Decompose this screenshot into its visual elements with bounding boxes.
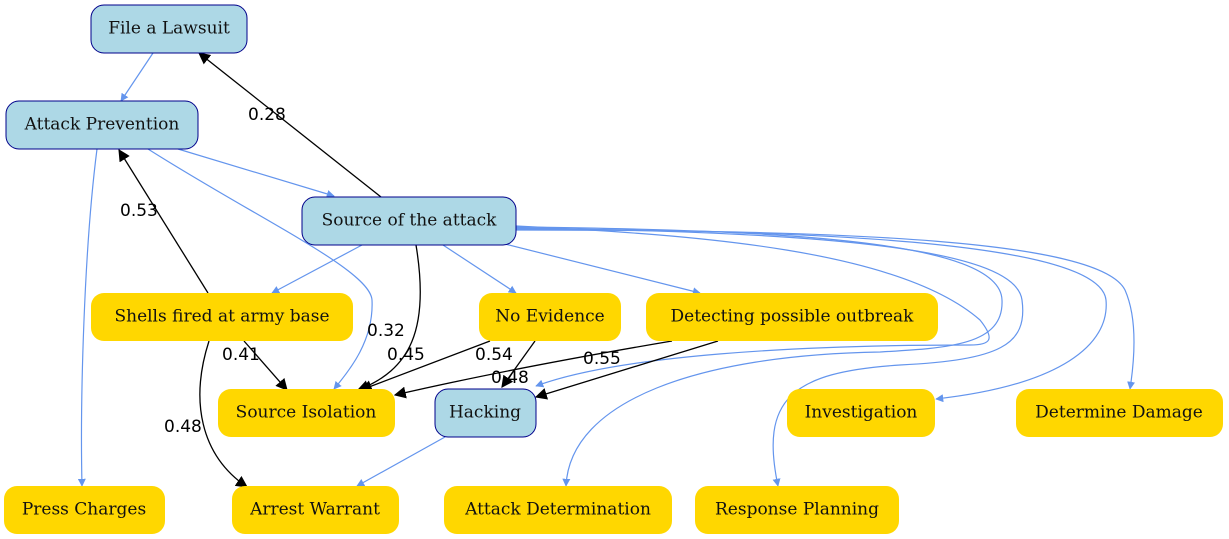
node-response-planning[interactable]: Response Planning (695, 486, 899, 534)
node-arrest-warrant[interactable]: Arrest Warrant (232, 486, 399, 534)
node-shells-fired[interactable]: Shells fired at army base (91, 293, 353, 341)
node-determine-damage[interactable]: Determine Damage (1016, 389, 1223, 437)
node-label-shells-fired: Shells fired at army base (114, 307, 329, 327)
edge-source-to-lawsuit (198, 52, 382, 198)
edge-label-detecting-isolation: 0.55 (583, 349, 621, 369)
edge-source-to-hacking (515, 225, 990, 388)
node-hacking[interactable]: Hacking (434, 388, 537, 438)
node-label-source-of-attack: Source of the attack (322, 211, 498, 231)
node-label-no-evidence: No Evidence (495, 307, 604, 327)
node-source-isolation[interactable]: Source Isolation (218, 389, 395, 437)
node-file-lawsuit[interactable]: File a Lawsuit (90, 4, 248, 54)
node-label-response-planning: Response Planning (715, 500, 879, 520)
edge-label-shells-isolation: 0.41 (222, 345, 260, 365)
edge-source-to-noevidence (442, 244, 517, 294)
edge-label-shells-arrest: 0.48 (164, 417, 202, 437)
edge-source-to-isolation (356, 244, 421, 392)
node-label-file-lawsuit: File a Lawsuit (108, 19, 230, 39)
edge-detecting-to-hacking (534, 340, 719, 400)
node-attack-determination[interactable]: Attack Determination (444, 486, 672, 534)
node-label-hacking: Hacking (449, 403, 521, 423)
edge-noevidence-to-isolation (359, 340, 491, 392)
edge-source-to-detecting (504, 243, 701, 296)
edge-noevidence-to-hacking (501, 340, 536, 388)
edge-prevention-to-isolation (147, 148, 373, 390)
node-detecting-outbreak[interactable]: Detecting possible outbreak (646, 293, 938, 341)
edge-label-source-lawsuit: 0.28 (248, 105, 286, 125)
node-attack-prevention[interactable]: Attack Prevention (5, 100, 199, 150)
edge-source-to-shells (271, 244, 363, 294)
edge-prevention-to-presscharges (77, 148, 98, 487)
edge-label-noevidence-hacking: 0.48 (491, 368, 529, 388)
edge-source-to-attackdetermination (515, 226, 1003, 487)
edge-lawsuit-to-prevention (120, 52, 154, 102)
node-label-investigation: Investigation (805, 403, 918, 423)
node-source-of-attack[interactable]: Source of the attack (301, 196, 517, 246)
edge-detecting-to-isolation (393, 340, 673, 399)
edge-label-noevidence-isolation: 0.54 (475, 345, 513, 365)
node-no-evidence[interactable]: No Evidence (479, 293, 621, 341)
edge-shells-to-prevention (118, 148, 209, 294)
node-press-charges[interactable]: Press Charges (4, 486, 165, 534)
node-label-detecting-outbreak: Detecting possible outbreak (671, 307, 915, 327)
node-label-determine-damage: Determine Damage (1035, 403, 1203, 423)
node-label-attack-determination: Attack Determination (464, 500, 651, 520)
edge-label-prevention-isolation: 0.32 (367, 321, 405, 341)
edge-label-shells-prevention: 0.53 (120, 201, 158, 221)
edge-source-to-determinedamage (515, 229, 1136, 390)
edge-prevention-to-source (177, 148, 335, 198)
edge-shells-to-isolation (243, 340, 288, 391)
edge-hacking-to-arrest (356, 436, 446, 487)
node-label-source-isolation: Source Isolation (236, 403, 377, 423)
node-investigation[interactable]: Investigation (787, 389, 935, 437)
edge-shells-to-arrest (199, 340, 248, 488)
node-label-attack-prevention: Attack Prevention (24, 115, 180, 135)
node-label-arrest-warrant: Arrest Warrant (249, 500, 380, 520)
node-label-press-charges: Press Charges (22, 500, 146, 520)
edge-label-source-isolation: 0.45 (387, 345, 425, 365)
